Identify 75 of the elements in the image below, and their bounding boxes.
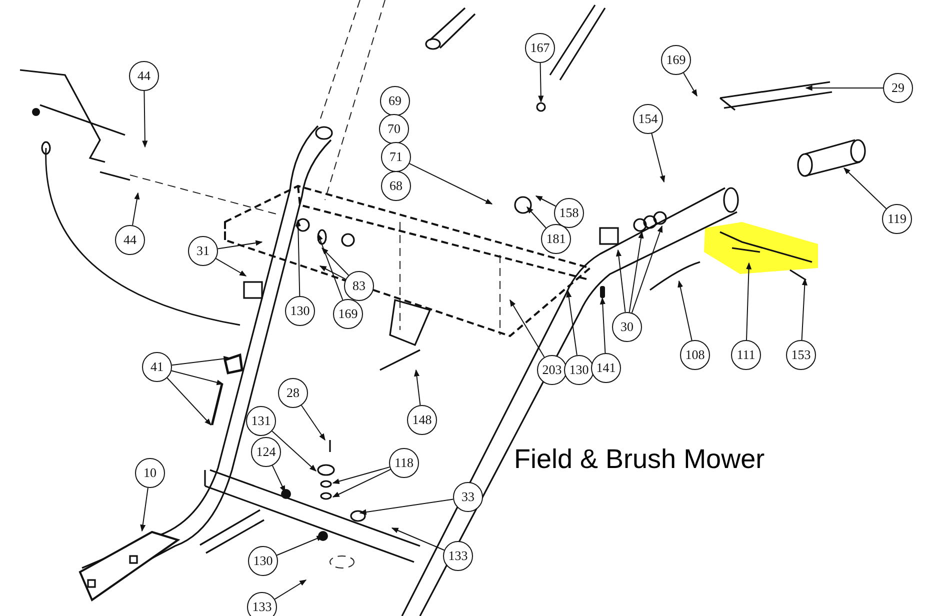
diagram-title: Field & Brush Mower bbox=[514, 444, 765, 475]
leader-line bbox=[171, 370, 224, 386]
leader-line bbox=[142, 90, 148, 148]
leader-line bbox=[566, 290, 578, 356]
callout-number: 69 bbox=[380, 86, 410, 116]
callout-number: 203 bbox=[537, 355, 567, 385]
callout-number: 41 bbox=[142, 352, 172, 382]
leader-line bbox=[651, 133, 666, 183]
callout-number: 148 bbox=[407, 405, 437, 435]
leader-line bbox=[683, 72, 698, 97]
callout-number: 28 bbox=[278, 378, 308, 408]
callout-number: 133 bbox=[247, 592, 277, 616]
leader-line bbox=[272, 465, 286, 493]
leader-line bbox=[631, 225, 663, 314]
leader-line bbox=[391, 528, 445, 551]
callout-number: 10 bbox=[135, 458, 165, 488]
callout-number: 124 bbox=[251, 437, 281, 467]
callout-number: 169 bbox=[661, 45, 691, 75]
leader-line bbox=[746, 262, 752, 340]
callout-number: 29 bbox=[883, 73, 913, 103]
leader-line bbox=[678, 280, 692, 341]
leader-line bbox=[274, 580, 307, 600]
leader-line bbox=[616, 249, 626, 313]
callout-number: 71 bbox=[381, 142, 411, 172]
leader-line bbox=[801, 278, 808, 341]
callout-number: 131 bbox=[246, 406, 276, 436]
callout-number: 167 bbox=[525, 33, 555, 63]
leader-line bbox=[319, 266, 346, 280]
callout-number: 111 bbox=[731, 340, 761, 370]
leader-line bbox=[166, 377, 212, 426]
callout-number: 44 bbox=[115, 225, 145, 255]
callout-number: 133 bbox=[443, 541, 473, 571]
leader-line bbox=[332, 468, 391, 498]
leader-line bbox=[171, 356, 231, 366]
leader-line bbox=[332, 466, 390, 484]
callout-number: 181 bbox=[541, 224, 571, 254]
callout-number: 118 bbox=[389, 448, 419, 478]
callout-number: 130 bbox=[564, 355, 594, 385]
screw bbox=[600, 286, 604, 298]
leader-line bbox=[844, 168, 887, 210]
leader-line bbox=[322, 248, 350, 276]
leader-line bbox=[272, 430, 317, 472]
leader-line bbox=[510, 299, 545, 358]
callout-number: 33 bbox=[453, 482, 483, 512]
callout-number: 169 bbox=[333, 299, 363, 329]
callout-number: 68 bbox=[381, 171, 411, 201]
callout-number: 119 bbox=[882, 204, 912, 234]
callout-number: 154 bbox=[633, 104, 663, 134]
leader-line bbox=[300, 404, 326, 441]
leader-line bbox=[535, 196, 556, 207]
callout-number: 153 bbox=[786, 340, 816, 370]
callout-number: 70 bbox=[379, 114, 409, 144]
leader-line bbox=[132, 192, 140, 226]
leader-line bbox=[628, 231, 644, 313]
leader-line bbox=[538, 62, 544, 103]
leader-line bbox=[414, 369, 421, 406]
leader-line bbox=[217, 240, 263, 250]
callout-number: 130 bbox=[248, 546, 278, 576]
callout-number: 44 bbox=[129, 61, 159, 91]
leader-line bbox=[408, 163, 493, 204]
leader-line bbox=[295, 219, 301, 296]
callout-number: 141 bbox=[591, 353, 621, 383]
leader-line bbox=[526, 206, 546, 228]
leader-line bbox=[359, 498, 454, 515]
leader-line bbox=[600, 297, 606, 354]
leader-line bbox=[140, 487, 148, 532]
callout-number: 83 bbox=[344, 271, 374, 301]
callout-number: 30 bbox=[612, 312, 642, 342]
callout-number: 108 bbox=[680, 340, 710, 370]
leader-line bbox=[805, 85, 884, 91]
callout-number: 158 bbox=[554, 198, 584, 228]
callout-number: 31 bbox=[188, 236, 218, 266]
leader-line bbox=[318, 233, 344, 300]
callout-number: 130 bbox=[285, 296, 315, 326]
leader-line bbox=[215, 258, 247, 276]
